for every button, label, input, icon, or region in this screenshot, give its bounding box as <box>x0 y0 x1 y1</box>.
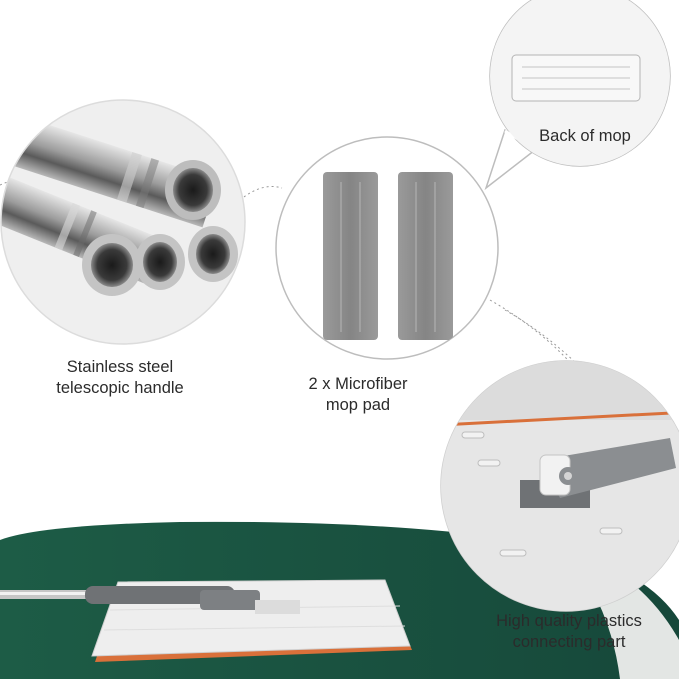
pads-caption-line1: 2 x Microfiber <box>308 375 408 393</box>
mop-pad <box>323 172 378 340</box>
pads-caption: 2 x Microfiber mop pad <box>283 374 433 416</box>
handle-caption: Stainless steel telescopic handle <box>20 357 220 399</box>
handle-caption-line2: telescopic handle <box>56 379 184 397</box>
back-of-mop-bubble <box>484 0 671 191</box>
handle-caption-line1: Stainless steel <box>66 358 174 376</box>
connector-caption-line1: High quality plastics <box>496 612 642 630</box>
microfiber-pads-photo <box>275 136 499 360</box>
connector-closeup-photo <box>440 360 679 612</box>
connector-caption: High quality plastics connecting part <box>474 611 664 653</box>
back-of-mop-caption: Back of mop <box>520 126 650 147</box>
connector-caption-line2: connecting part <box>512 633 626 651</box>
back-of-mop-caption-text: Back of mop <box>539 127 631 145</box>
pads-caption-line2: mop pad <box>325 396 391 414</box>
flat-mop-product <box>0 579 412 662</box>
steel-handle-photo <box>0 99 246 345</box>
mop-pad <box>398 172 453 340</box>
